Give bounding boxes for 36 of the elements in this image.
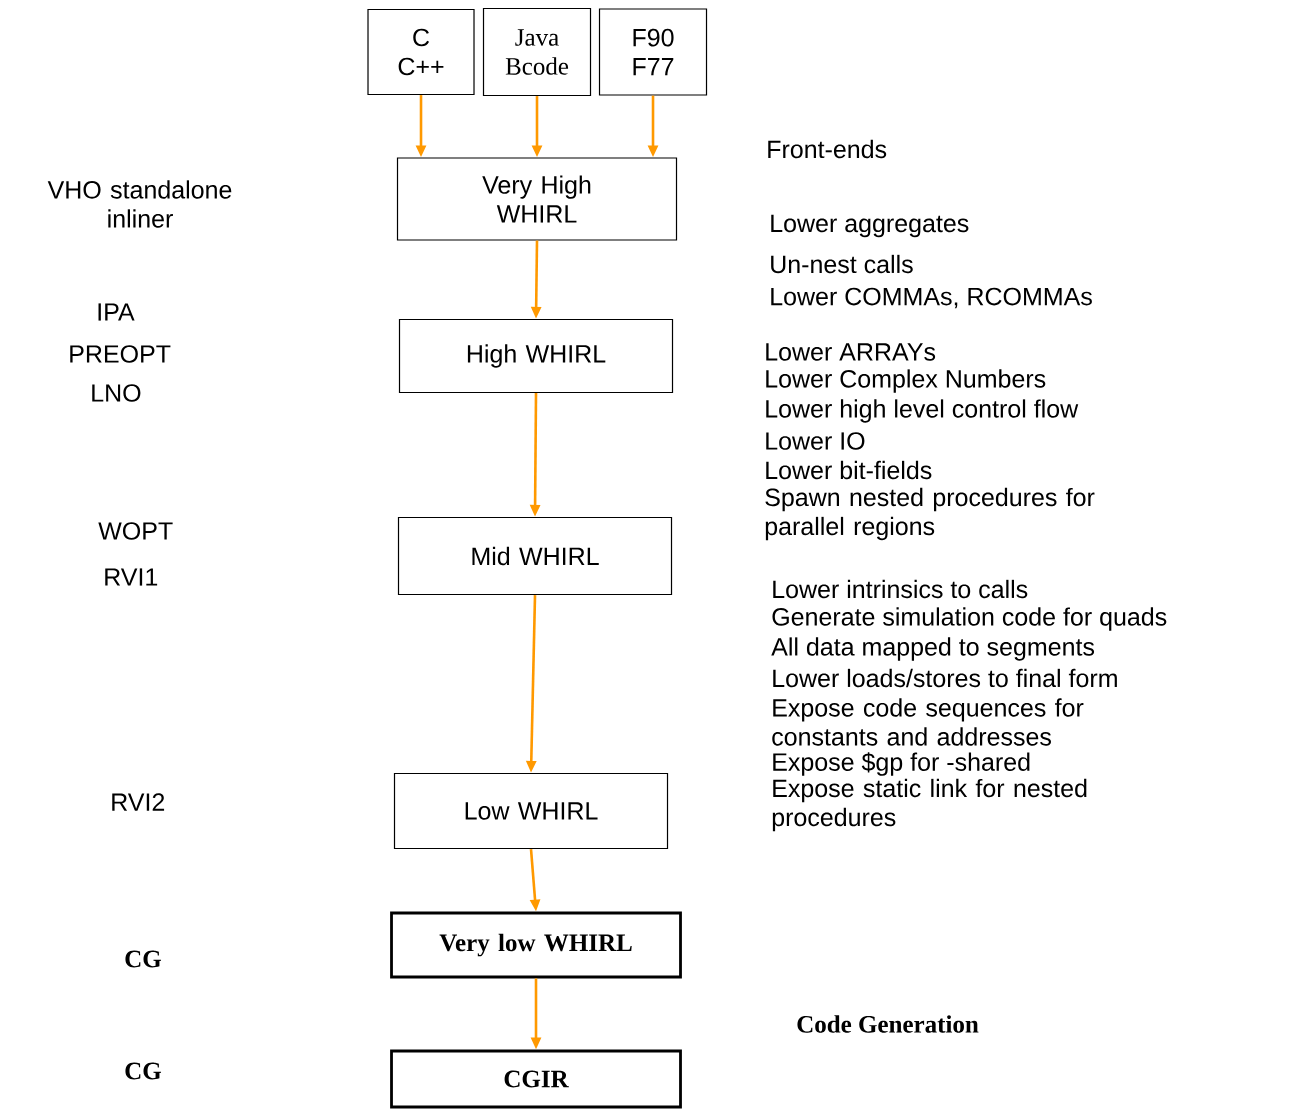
process-box: Low WHIRL [393, 772, 669, 850]
label-text: Lower COMMAs, RCOMMAs [771, 287, 1092, 309]
process-box: Very low WHIRL [390, 911, 682, 979]
process-box: High WHIRL [398, 318, 674, 394]
label-text: Lower loads/stores to final form [773, 668, 1117, 688]
label-text: Code Generation [797, 1015, 979, 1033]
label-text: Expose static link for nested procedures [772, 778, 1087, 832]
process-box: F90 F77 [598, 8, 708, 96]
label-text: CG [125, 1062, 161, 1080]
label-text: Lower ARRAYs [766, 343, 936, 361]
label-text: Expose $gp for -shared [773, 752, 1030, 776]
process-box: CGIR [390, 1049, 682, 1109]
label-text: Lower Complex Numbers [766, 369, 1046, 393]
label-text: Lower intrinsics to calls [773, 579, 1028, 599]
label-text: CG [125, 950, 161, 968]
label-text: PREOPT [70, 345, 171, 363]
process-box: Very High WHIRL [396, 157, 678, 241]
label-text: Lower IO [766, 432, 865, 450]
label-text: IPA [98, 303, 135, 321]
label-text: RVI2 [112, 793, 165, 811]
label-text: RVI1 [105, 568, 158, 586]
label-text: Lower bit-fields [766, 460, 932, 480]
label-text: Generate simulation code for quads [772, 607, 1167, 631]
label-text: WOPT [98, 522, 173, 540]
label-text: Un-nest calls [771, 254, 913, 274]
process-box: Mid WHIRL [397, 516, 673, 596]
label-text: Spawn nested procedures for parallel regions [765, 487, 1095, 541]
label-text: All data mapped to segments [771, 637, 1095, 661]
label-text: Front-ends [768, 139, 887, 159]
label-text: VHO standalone inliner [47, 180, 232, 228]
process-box: C C++ [367, 8, 475, 96]
process-box: Java Bcode [482, 7, 592, 97]
label-text: LNO [92, 384, 141, 402]
label-text: Lower high level control flow [766, 399, 1079, 423]
label-text: Expose code sequences for constants and addresses [772, 698, 1084, 746]
label-text: Lower aggregates [771, 214, 969, 238]
